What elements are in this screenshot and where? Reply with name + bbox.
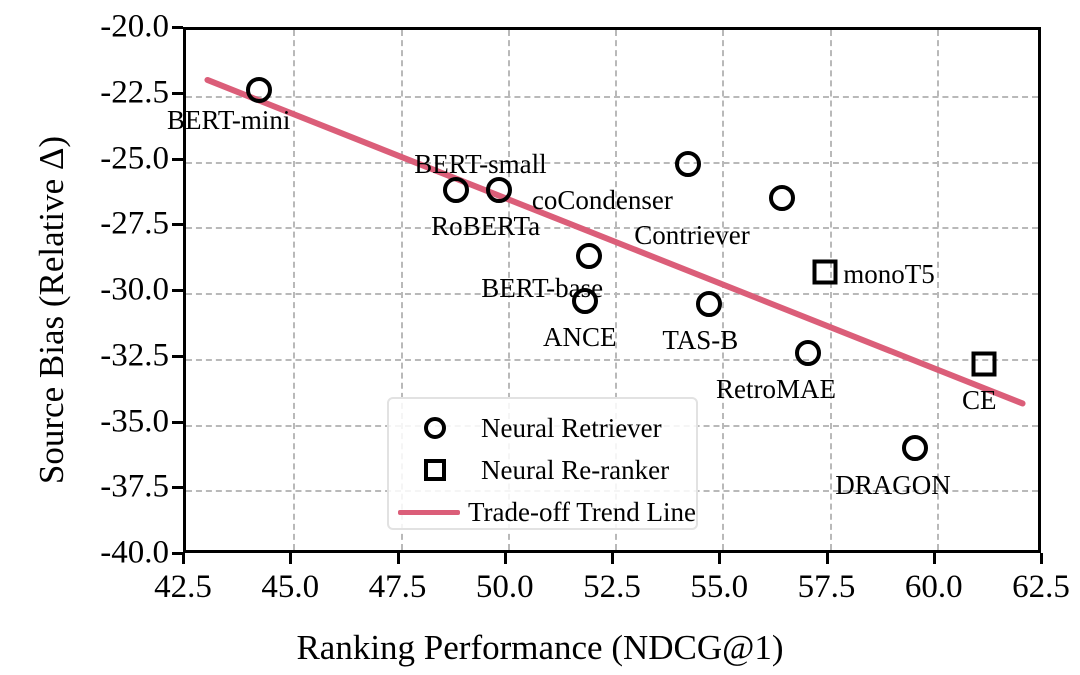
- point-label-cocondenser: coCondenser: [531, 185, 673, 216]
- data-point-bert-base[interactable]: [576, 243, 603, 270]
- x-tick-label: 47.5: [368, 569, 427, 605]
- point-label-ance: ANCE: [542, 321, 617, 352]
- x-tick-label: 62.5: [1012, 569, 1070, 605]
- point-label-bert-base: BERT-base: [481, 273, 604, 304]
- data-point-cocondenser[interactable]: [674, 151, 701, 178]
- data-point-ance[interactable]: [571, 287, 598, 314]
- line-swatch-icon: [389, 509, 468, 515]
- y-tick-mark: [172, 486, 183, 490]
- x-tick-label: 52.5: [583, 569, 641, 605]
- trend-line-layer: [204, 76, 1026, 407]
- y-tick-mark: [172, 157, 183, 161]
- gridline-horizontal: [186, 161, 1038, 164]
- y-tick-mark: [172, 289, 183, 292]
- legend-item-neural-retriever[interactable]: Neural Retriever: [389, 407, 696, 449]
- point-label-dragon: DRAGON: [835, 470, 951, 501]
- y-tick-mark: [172, 354, 183, 358]
- square-marker-icon: [389, 459, 481, 481]
- gridline-horizontal: [186, 227, 1038, 230]
- trend-line: [204, 76, 1026, 407]
- y-tick-mark: [172, 91, 183, 95]
- x-tick-mark: [932, 553, 936, 564]
- x-tick-mark: [1040, 553, 1043, 564]
- x-tick-mark: [503, 553, 507, 564]
- x-tick-label: 60.0: [904, 569, 963, 605]
- y-tick-label: -22.5: [100, 74, 169, 111]
- gridline-horizontal: [186, 358, 1038, 361]
- gridline-vertical: [507, 30, 510, 550]
- data-point-monot5[interactable]: [812, 259, 838, 285]
- x-tick-label: 42.5: [154, 569, 212, 605]
- gridline-vertical: [722, 30, 725, 550]
- y-tick-label: -30.0: [100, 271, 169, 308]
- y-tick-label: -37.5: [100, 468, 169, 505]
- data-point-dragon[interactable]: [902, 435, 929, 462]
- x-axis-title: Ranking Performance (NDCG@1): [296, 628, 784, 667]
- gridline-vertical: [400, 30, 403, 550]
- x-tick-mark: [396, 553, 400, 564]
- point-label-bert-small: BERT-small: [414, 149, 547, 180]
- data-point-roberta[interactable]: [486, 177, 513, 204]
- x-tick-mark: [182, 553, 185, 564]
- gridline-vertical: [936, 30, 939, 550]
- data-point-contriever[interactable]: [769, 185, 796, 212]
- x-tick-label: 57.5: [797, 569, 856, 605]
- gridline-vertical: [293, 30, 296, 550]
- point-label-retromae: RetroMAE: [716, 374, 837, 405]
- y-tick-label: -35.0: [100, 403, 169, 439]
- y-axis-title: Source Bias (Relative Δ): [32, 135, 71, 485]
- legend-item-trade-off-trend-line[interactable]: Trade-off Trend Line: [389, 491, 696, 533]
- y-tick-label: -20.0: [100, 8, 169, 45]
- x-tick-mark: [825, 553, 829, 564]
- y-tick-mark: [172, 26, 183, 29]
- gridline-vertical: [829, 30, 832, 550]
- legend-label: Neural Re-ranker: [481, 454, 670, 485]
- legend-label: Neural Retriever: [481, 412, 662, 443]
- point-label-ce: CE: [961, 385, 997, 415]
- data-point-retromae[interactable]: [795, 340, 822, 367]
- data-point-tas-b[interactable]: [696, 290, 723, 317]
- data-point-bert-small[interactable]: [443, 177, 470, 204]
- chart-legend[interactable]: Neural Retriever Neural Re-ranker Trade-…: [387, 397, 698, 530]
- gridline-horizontal: [186, 293, 1038, 295]
- point-label-roberta: RoBERTa: [431, 211, 541, 242]
- x-tick-label: 50.0: [475, 569, 534, 605]
- circle-marker-icon: [389, 417, 481, 439]
- y-tick-label: -25.0: [100, 140, 169, 176]
- x-tick-label: 45.0: [261, 569, 320, 605]
- x-tick-label: 55.0: [690, 569, 749, 605]
- y-tick-label: -40.0: [100, 534, 169, 571]
- y-tick-mark: [172, 420, 183, 424]
- x-tick-mark: [289, 553, 293, 564]
- y-tick-label: -27.5: [100, 205, 169, 242]
- data-point-bert-mini[interactable]: [245, 77, 272, 104]
- y-tick-mark: [172, 552, 183, 555]
- point-label-bert-mini: BERT-mini: [166, 105, 291, 136]
- point-label-tas-b: TAS-B: [662, 324, 739, 355]
- x-tick-mark: [718, 553, 722, 564]
- data-point-ce[interactable]: [971, 351, 997, 377]
- gridline-vertical: [615, 30, 617, 550]
- legend-item-neural-re-ranker[interactable]: Neural Re-ranker: [389, 449, 696, 491]
- x-tick-mark: [611, 553, 614, 564]
- y-tick-label: -32.5: [100, 337, 169, 374]
- point-label-monot5: monoT5: [843, 258, 935, 289]
- gridline-horizontal: [186, 95, 1038, 98]
- legend-label: Trade-off Trend Line: [468, 496, 696, 527]
- point-label-contriever: Contriever: [634, 220, 750, 251]
- y-tick-mark: [172, 223, 183, 227]
